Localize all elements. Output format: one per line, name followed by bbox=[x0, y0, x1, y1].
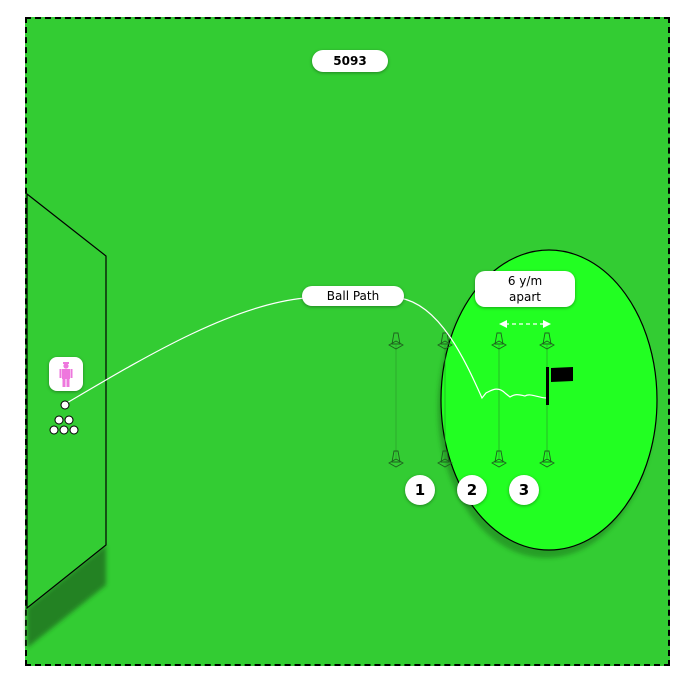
ball-icon bbox=[59, 425, 69, 435]
goal-box-shadow bbox=[27, 545, 106, 648]
cone-icon bbox=[491, 332, 507, 350]
cone-icon bbox=[388, 332, 404, 350]
cones bbox=[388, 332, 555, 468]
ball-icon bbox=[60, 400, 70, 410]
ball-path-label: Ball Path bbox=[302, 286, 404, 306]
ball-icon bbox=[49, 425, 59, 435]
cone-icon bbox=[437, 332, 453, 350]
spacing-label: 6 y/m apart bbox=[475, 271, 575, 307]
cone-icon bbox=[539, 450, 555, 468]
spacing-label-line1: 6 y/m bbox=[507, 274, 543, 288]
cone-icon bbox=[437, 450, 453, 468]
gate-number-1: 1 bbox=[405, 475, 435, 505]
ball-path-line bbox=[64, 297, 547, 405]
diagram-id-label: 5093 bbox=[312, 50, 388, 72]
ball-icon bbox=[54, 415, 64, 425]
double-arrow-icon bbox=[499, 320, 551, 328]
balls bbox=[49, 400, 79, 435]
cone-icon bbox=[388, 450, 404, 468]
cone-icon bbox=[539, 332, 555, 350]
player-marker[interactable] bbox=[49, 357, 83, 391]
cone-icon bbox=[491, 450, 507, 468]
ball-icon bbox=[64, 415, 74, 425]
flag-icon bbox=[546, 367, 573, 405]
gate-number-3: 3 bbox=[509, 475, 539, 505]
gate-number-2: 2 bbox=[457, 475, 487, 505]
ball-icon bbox=[69, 425, 79, 435]
spacing-label-line2: apart bbox=[509, 290, 541, 304]
person-icon bbox=[59, 362, 73, 387]
